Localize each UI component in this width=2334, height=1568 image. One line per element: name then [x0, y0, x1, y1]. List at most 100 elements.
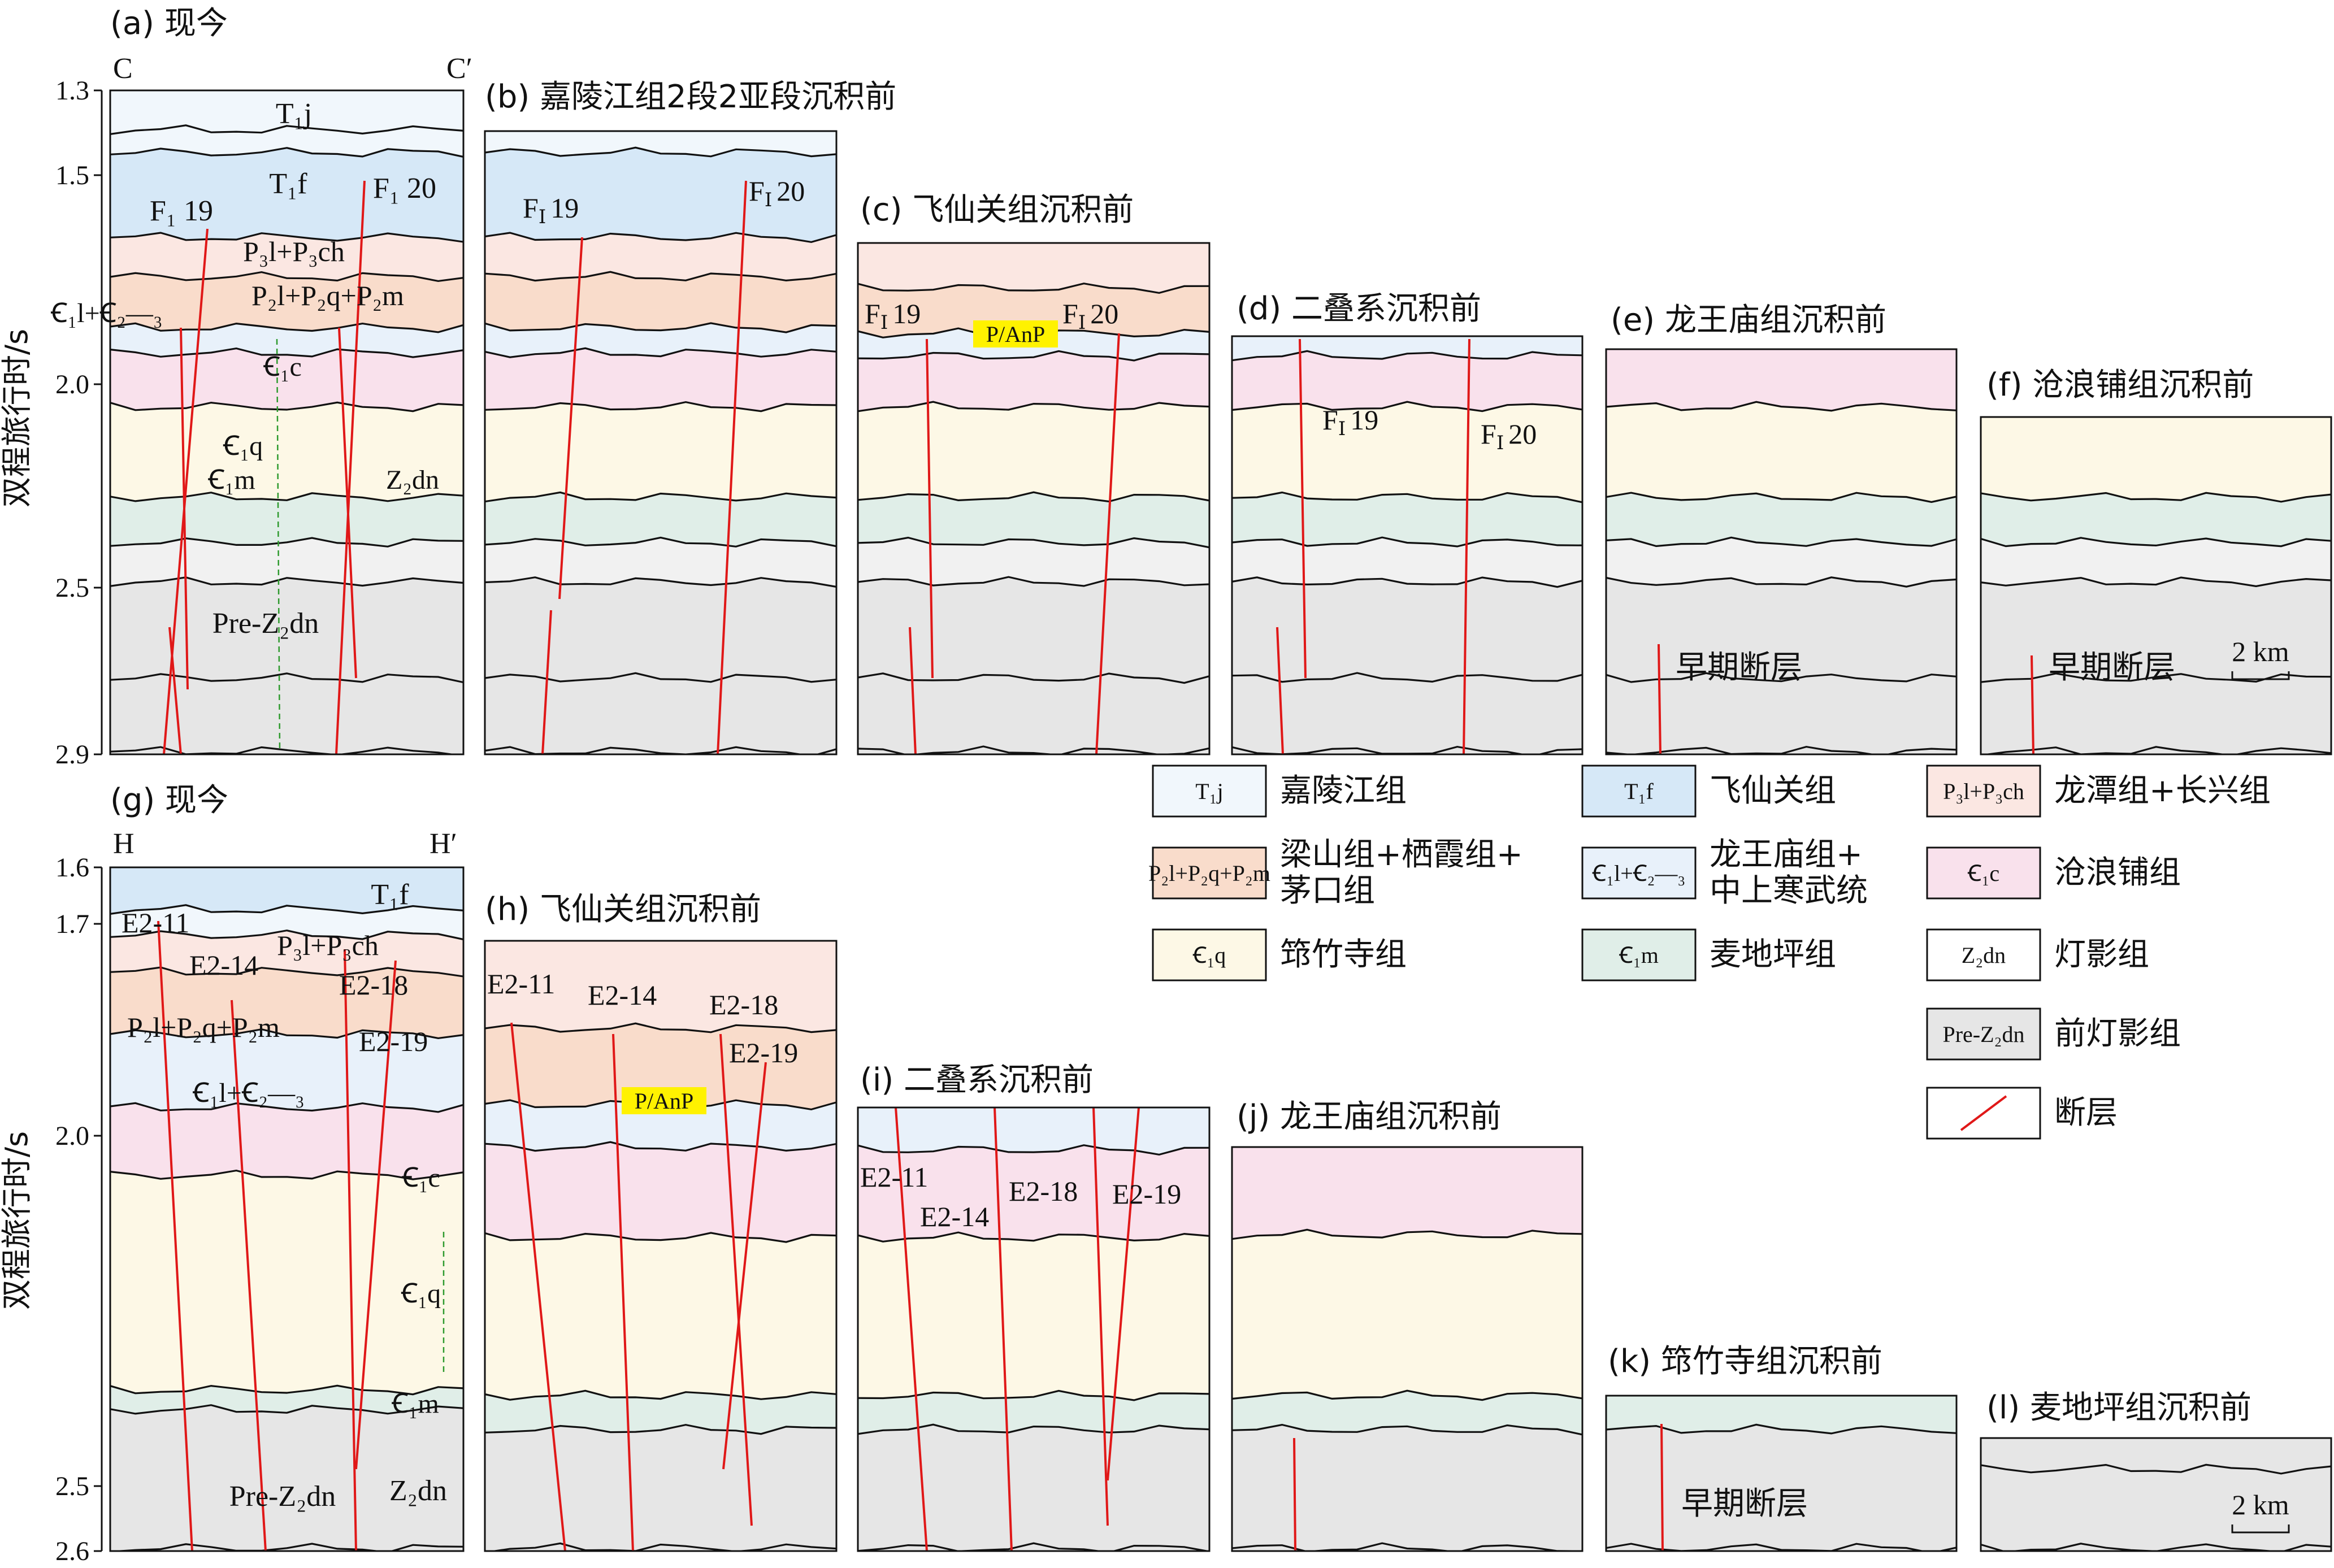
- panel-h-tag: P/AnP: [622, 1087, 706, 1114]
- label-g-E2-11: E2-11: [122, 907, 189, 939]
- panel-h-fault-0: [510, 1022, 566, 1551]
- panel-g-horizon-8: [110, 1404, 463, 1415]
- label-i-E2-11: E2-11: [860, 1161, 928, 1193]
- legend-swatch-9: [1926, 1007, 2041, 1061]
- panel-e: [1605, 348, 1958, 755]
- svg-text:P/AnP: P/AnP: [986, 322, 1045, 347]
- panel-b-fault-2: [717, 180, 747, 754]
- label-g-E2-19: E2-19: [359, 1026, 428, 1057]
- label-preZ2dn: Pre-Z₂dn: [212, 607, 319, 640]
- panel-c-unit-8: [858, 673, 1209, 754]
- panel-h: [484, 940, 838, 1552]
- legend-name-5-0: 沧浪铺组: [2054, 854, 2181, 891]
- label-g-E2-18: E2-18: [339, 969, 408, 1001]
- panel-f-scale: 2 km: [2231, 636, 2290, 680]
- panel-b-horizon-4: [485, 322, 836, 333]
- panel-f-horizon-3: [1981, 576, 2331, 588]
- panel-j-horizon-last: [1232, 1542, 1582, 1551]
- panel-b-horizon-8: [485, 536, 836, 548]
- panel-l-horizon-last: [1981, 1543, 2331, 1551]
- panel-g-horizon-4: [110, 1028, 463, 1040]
- legend-name-3-0: 梁山组+栖霞组+: [1280, 836, 1523, 873]
- panel-f-horizon-4: [1981, 672, 2331, 683]
- panel-h-horizon-4: [485, 1232, 836, 1243]
- panel-d: [1231, 335, 1584, 755]
- label-g-P2: P₂l+P₂q+P₂m: [127, 1011, 280, 1043]
- bottom-axis-title: 双程旅行时/s: [0, 1131, 34, 1310]
- panel-g: [109, 866, 465, 1552]
- panel-i-horizon-2: [858, 1231, 1209, 1243]
- panel-a: [109, 89, 465, 755]
- panel-k-label-early-fault: 早期断层: [1681, 1486, 1808, 1522]
- panel-i-frame: [857, 1106, 1211, 1552]
- panel-k-horizon-last: [1606, 1543, 1956, 1551]
- legend-name-7-0: 麦地坪组: [1710, 936, 1836, 973]
- label-P2: P₂l+P₂q+P₂m: [251, 280, 404, 311]
- panel-i-unit-4: [858, 1424, 1209, 1551]
- panel-i-horizon-last: [858, 1542, 1209, 1551]
- panel-i-fault-1: [994, 1107, 1013, 1551]
- panel-j-horizon-1: [1232, 1228, 1582, 1240]
- panel-e-fault-0: [1658, 644, 1661, 754]
- top-axis-title: 双程旅行时/s: [0, 329, 34, 507]
- panel-g-fault-2: [344, 949, 357, 1551]
- panel-b-horizon-5: [485, 347, 836, 358]
- panel-f-title: (f) 沧浪铺组沉积前: [1986, 367, 2254, 403]
- panel-h-horizon-1: [485, 1022, 836, 1033]
- panel-g-horizon-1: [110, 904, 463, 915]
- panel-g-left-end: H: [113, 828, 135, 860]
- panel-b-fill: [485, 131, 836, 754]
- label-P3: P₃l+P₃ch: [243, 236, 345, 267]
- legend-item-10: 断层: [1926, 1087, 2118, 1140]
- panel-d-horizon-5: [1232, 576, 1582, 588]
- panel-g-horizon-7: [110, 1384, 463, 1396]
- panel-k: [1605, 1395, 1958, 1552]
- legend-name-2-0: 龙潭组+长兴组: [2054, 772, 2271, 809]
- top-axis-tick-1: 1.5: [55, 160, 89, 190]
- label-i-E2-14: E2-14: [920, 1201, 989, 1232]
- panel-d-fault-2: [1463, 338, 1470, 754]
- panel-a-horizon-5: [110, 322, 463, 333]
- panel-k-unit-1: [1606, 1424, 1956, 1551]
- panel-h-horizon-3: [485, 1141, 836, 1152]
- bottom-axis-tick-2: 2.0: [55, 1121, 89, 1151]
- panel-c-horizon-3: [858, 350, 1209, 362]
- panel-g-fault-3: [355, 960, 397, 1470]
- panel-c-horizon-4: [858, 401, 1209, 412]
- legend-swatch-8: [1926, 928, 2041, 981]
- panel-c-tag: P/AnP: [973, 320, 1058, 348]
- panel-e-label-early-fault: 早期断层: [1676, 649, 1802, 686]
- panel-c-fault-1: [909, 627, 917, 754]
- panel-j-frame: [1231, 1146, 1584, 1552]
- label-g-P3: P₃l+P₃ch: [277, 929, 379, 961]
- panel-i-horizon-4: [858, 1423, 1209, 1435]
- panel-d-fill: [1232, 336, 1582, 754]
- label-h-E2-18: E2-18: [709, 989, 778, 1020]
- panel-a-horizon-last: [110, 746, 458, 754]
- panel-e-horizon-1: [1606, 401, 1956, 412]
- panel-h-frame: [484, 940, 838, 1552]
- legend-name-6-0: 筇竹寺组: [1280, 936, 1407, 973]
- panel-b-horizon-3: [485, 271, 836, 282]
- label-FI20: F₁ 20: [373, 172, 436, 205]
- panel-g-horizon-6: [110, 1169, 463, 1180]
- panel-a-title: (a) 现今: [110, 5, 228, 42]
- legend-name-4-1: 中上寒武统: [1710, 872, 1868, 909]
- panel-c-fault-0: [926, 338, 934, 679]
- panel-i-fault-0: [895, 1107, 928, 1551]
- panel-a-fault-1: [180, 327, 189, 690]
- label-g-E1c: Ꞓ₁c: [401, 1163, 440, 1193]
- panel-e-horizon-4: [1606, 576, 1956, 588]
- panel-a-horizon-6: [110, 347, 463, 358]
- label-i-E2-19: E2-19: [1112, 1178, 1181, 1210]
- panel-h-fill: [485, 941, 836, 1551]
- legend-swatch-0: [1152, 765, 1267, 818]
- panel-b: [484, 130, 838, 755]
